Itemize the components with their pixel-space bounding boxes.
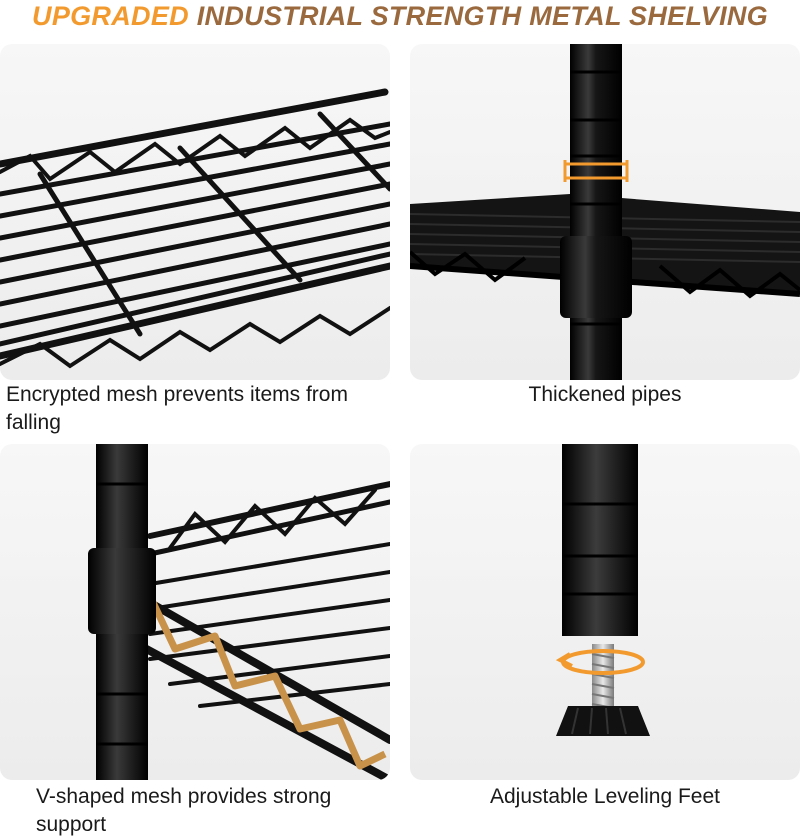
feature-panel-mesh xyxy=(0,44,390,380)
feature-caption-feet: Adjustable Leveling Feet xyxy=(490,785,720,808)
feature-caption-vmesh: V-shaped mesh provides strong support xyxy=(36,785,332,836)
feature-caption-pipes: Thickened pipes xyxy=(528,383,682,406)
v-mesh-icon xyxy=(88,444,390,780)
headline-title: INDUSTRIAL STRENGTH METAL SHELVING xyxy=(196,1,768,31)
feature-panel-vmesh xyxy=(0,444,390,780)
thick-pole-icon xyxy=(410,44,800,380)
feature-caption-mesh: Encrypted mesh prevents items from falli… xyxy=(6,383,348,434)
page-headline: UPGRADED INDUSTRIAL STRENGTH METAL SHELV… xyxy=(0,0,800,36)
feature-panel-pipes xyxy=(410,44,800,380)
wire-mesh-shelf-icon xyxy=(0,88,390,369)
feature-panel-feet xyxy=(410,444,800,780)
headline-accent: UPGRADED xyxy=(32,1,189,31)
leveling-foot-icon xyxy=(555,444,650,736)
